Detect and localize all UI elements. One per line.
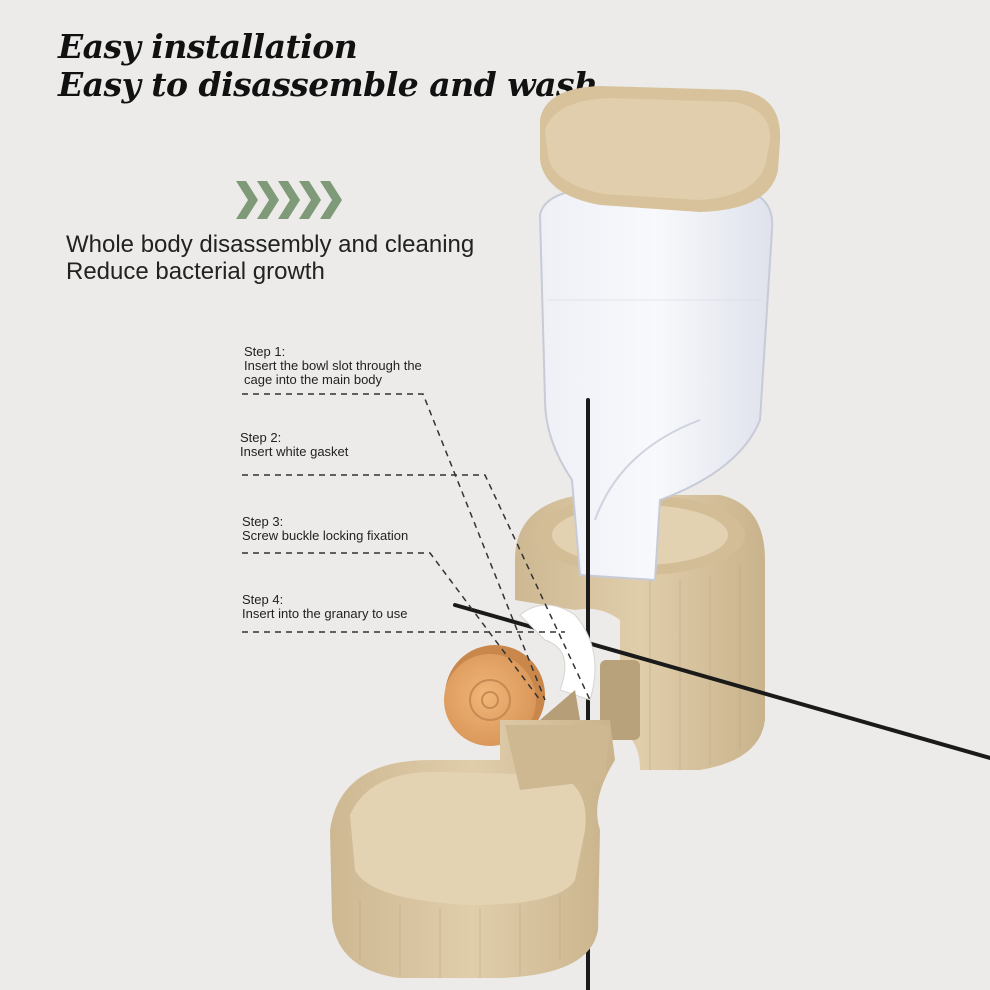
step-3: Step 3: Screw buckle locking fixation [242,515,408,543]
headline: Easy installation Easy to disassemble an… [58,28,598,104]
step-2-title: Step 2: [240,430,282,445]
headline-line-2: Easy to disassemble and wash [58,65,598,104]
bottle-lid [540,86,781,212]
step-3-text: Screw buckle locking fixation [242,528,409,543]
step-1-text-line-1: Insert the bowl slot through the [244,358,422,373]
step-2-text: Insert white gasket [240,444,349,459]
step-1-title: Step 1: [244,344,286,359]
water-bowl [330,690,615,978]
step-1: Step 1: Insert the bowl slot through the… [244,345,422,387]
step-3-title: Step 3: [242,514,284,529]
step-4-title: Step 4: [242,592,284,607]
step-4-text: Insert into the granary to use [242,606,408,621]
step-4: Step 4: Insert into the granary to use [242,593,407,621]
step-1-text-line-2: cage into the main body [244,372,383,387]
headline-line-1: Easy installation [58,27,358,66]
subhead-line-1: Whole body disassembly and cleaning [66,231,475,258]
callout-lines [242,393,591,701]
chevrons-icon [236,181,342,219]
step-2: Step 2: Insert white gasket [240,431,348,459]
subhead-line-2: Reduce bacterial growth [66,258,325,285]
white-gasket [519,604,596,701]
subhead: Whole body disassembly and cleaning Redu… [66,231,474,285]
